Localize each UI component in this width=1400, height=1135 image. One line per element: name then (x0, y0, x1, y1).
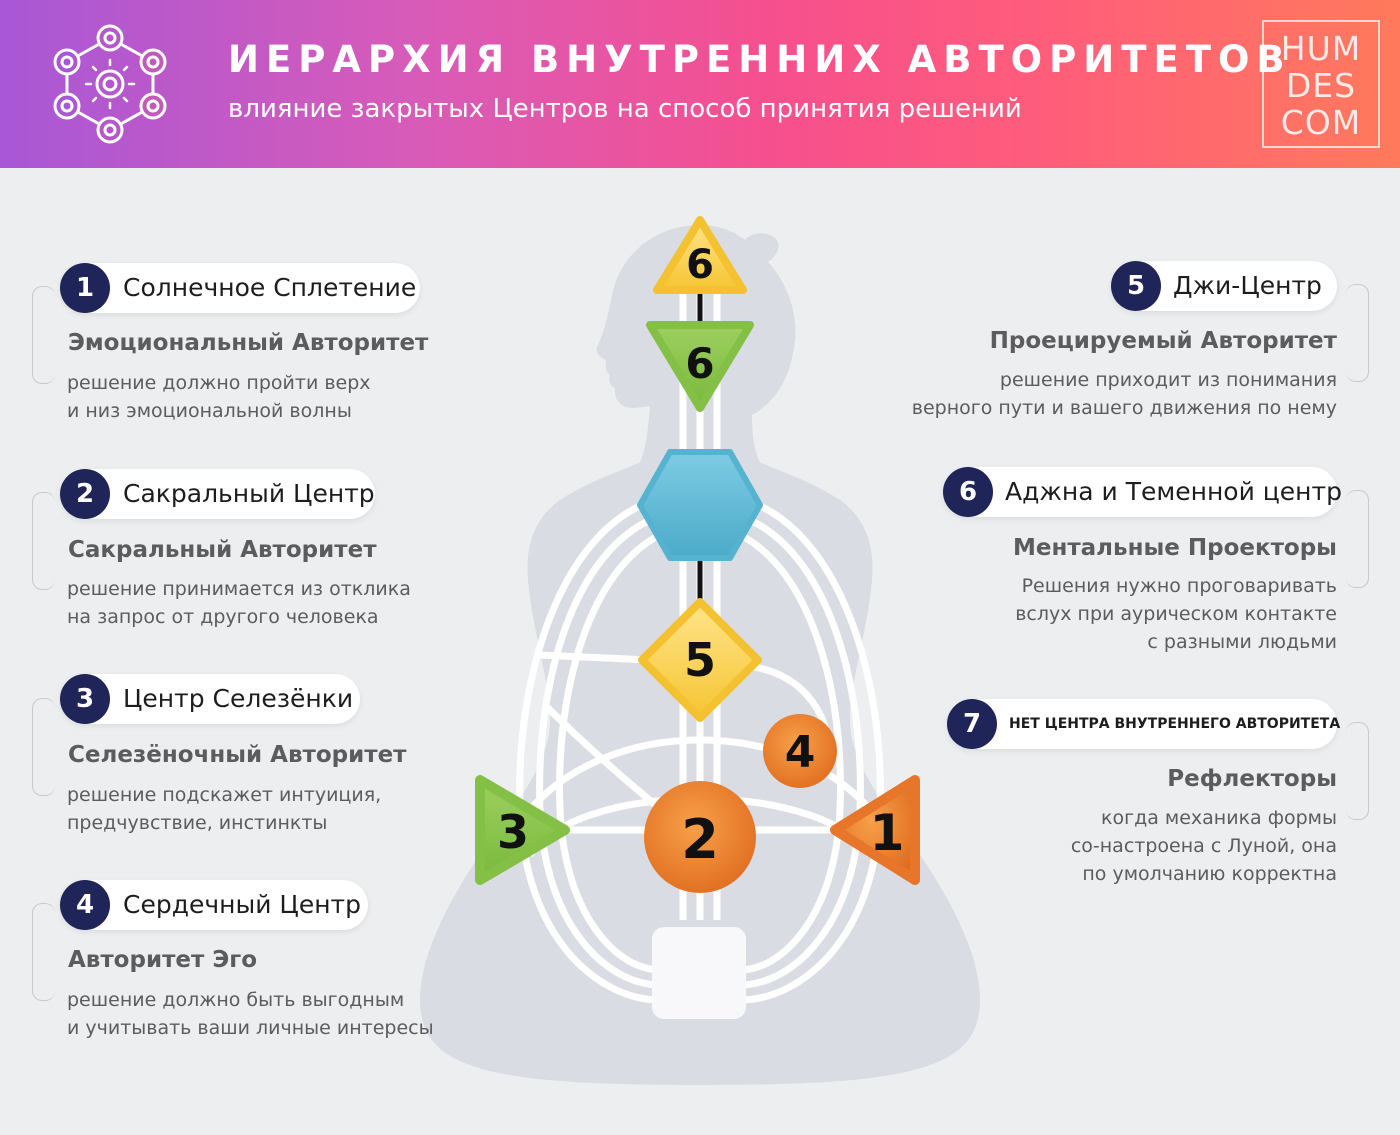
center-pill-4: 4 Сердечный Центр (60, 880, 368, 930)
description-line: решение подскажет интуиция, (67, 784, 382, 806)
description-line: решение приходит из понимания (999, 369, 1337, 391)
spleen-center-number: 3 (497, 805, 529, 859)
description-line: решение должно быть выгодным (67, 989, 405, 1011)
authority-description: Решения нужно проговаривать вслух при ау… (1015, 572, 1337, 656)
description-line: Решения нужно проговаривать (1021, 575, 1337, 597)
description-line: вслух при аурическом контакте (1015, 603, 1337, 625)
authority-title: Авторитет Эго (68, 947, 258, 973)
number-badge: 1 (60, 263, 110, 313)
head-center-number: 6 (686, 242, 714, 288)
brand-logo: HUM DES COM (1262, 20, 1380, 148)
center-pill-1: 1 Солнечное Сплетение (60, 263, 420, 313)
description-line: верного пути и вашего движения по нему (911, 397, 1337, 419)
bodygraph-diagram: 6 6 5 4 3 2 1 (420, 216, 980, 1085)
center-name: Солнечное Сплетение (123, 273, 417, 302)
header-banner: ИЕРАРХИЯ ВНУТРЕННИХ АВТОРИТЕТОВ влияние … (0, 0, 1400, 168)
center-pill-2: 2 Сакральный Центр (60, 469, 375, 519)
center-name: Сердечный Центр (123, 890, 361, 919)
number-badge: 4 (60, 880, 110, 930)
heart-center-number: 4 (785, 727, 816, 778)
solar-plexus-center-number: 1 (870, 804, 905, 862)
description-line: и учитывать ваши личные интересы (67, 1017, 434, 1039)
description-line: решение принимается из отклика (67, 578, 411, 600)
authority-description: решение должно быть выгодным и учитывать… (67, 986, 434, 1042)
authority-title: Сакральный Авторитет (68, 537, 377, 563)
center-name: НЕТ ЦЕНТРА ВНУТРЕННЕГО АВТОРИТЕТА (1009, 716, 1341, 732)
number-badge: 7 (947, 699, 997, 749)
center-pill-5: 5 Джи-Центр (1111, 261, 1337, 311)
ajna-center-number: 6 (685, 339, 714, 388)
description-line: на запрос от другого человека (67, 606, 379, 628)
bracket (1346, 284, 1369, 382)
description-line: и низ эмоциональной волны (67, 400, 352, 422)
authority-description: решение приходит из понимания верного пу… (912, 366, 1337, 422)
bracket (32, 286, 55, 384)
authority-description: решение принимается из отклика на запрос… (67, 575, 411, 631)
bracket (1346, 490, 1369, 588)
solar-plexus-center: 1 (830, 775, 920, 885)
authority-title: Ментальные Проекторы (1012, 535, 1337, 561)
root-center (652, 927, 746, 1019)
center-pill-6: 6 Аджна и Теменной центр (943, 467, 1342, 517)
center-name: Центр Селезёнки (123, 684, 354, 713)
bodygraph-logo-icon (53, 24, 167, 144)
brand-line: DES (1285, 66, 1357, 105)
authority-title: Эмоциональный Авторитет (68, 330, 429, 356)
number-badge: 6 (943, 467, 993, 517)
authority-description: когда механика формы со-настроена с Луно… (1071, 804, 1337, 888)
throat-center (637, 449, 763, 561)
center-name: Сакральный Центр (123, 479, 375, 508)
authority-title: Рефлекторы (1167, 766, 1337, 792)
authority-description: решение должно пройти верх и низ эмоцион… (67, 369, 371, 425)
bracket (32, 492, 55, 590)
spleen-center: 3 (475, 775, 570, 885)
page-title: ИЕРАРХИЯ ВНУТРЕННИХ АВТОРИТЕТОВ (228, 38, 1292, 81)
description-line: со-настроена с Луной, она (1070, 835, 1337, 857)
heart-center: 4 (763, 714, 837, 788)
description-line: предчувствие, инстинкты (67, 812, 328, 834)
authority-description: решение подскажет интуиция, предчувствие… (67, 781, 381, 837)
number-badge: 3 (60, 674, 110, 724)
description-line: по умолчанию корректна (1082, 863, 1337, 885)
brand-line: HUM (1280, 29, 1362, 68)
description-line: когда механика формы (1100, 807, 1337, 829)
page-subtitle: влияние закрытых Центров на способ приня… (228, 94, 1022, 124)
sacral-center: 2 (644, 781, 756, 893)
description-line: с разными людьми (1147, 631, 1337, 653)
center-pill-7: 7 НЕТ ЦЕНТРА ВНУТРЕННЕГО АВТОРИТЕТА (947, 699, 1341, 749)
number-badge: 5 (1111, 261, 1161, 311)
ajna-center: 6 (646, 321, 754, 412)
number-badge: 2 (60, 469, 110, 519)
center-pill-3: 3 Центр Селезёнки (60, 674, 360, 724)
description-line: решение должно пройти верх (67, 372, 371, 394)
g-center-number: 5 (684, 633, 716, 687)
center-name: Джи-Центр (1173, 271, 1322, 300)
center-name: Аджна и Теменной центр (1005, 477, 1342, 506)
bracket (1346, 722, 1369, 820)
head-center: 6 (653, 216, 747, 294)
authority-title: Селезёночный Авторитет (68, 742, 407, 768)
bracket (32, 698, 55, 796)
brand-line: COM (1280, 103, 1362, 142)
authority-title: Проецируемый Авторитет (989, 328, 1337, 354)
g-center: 5 (638, 598, 762, 722)
bracket (32, 903, 55, 1001)
sacral-center-number: 2 (681, 808, 719, 871)
